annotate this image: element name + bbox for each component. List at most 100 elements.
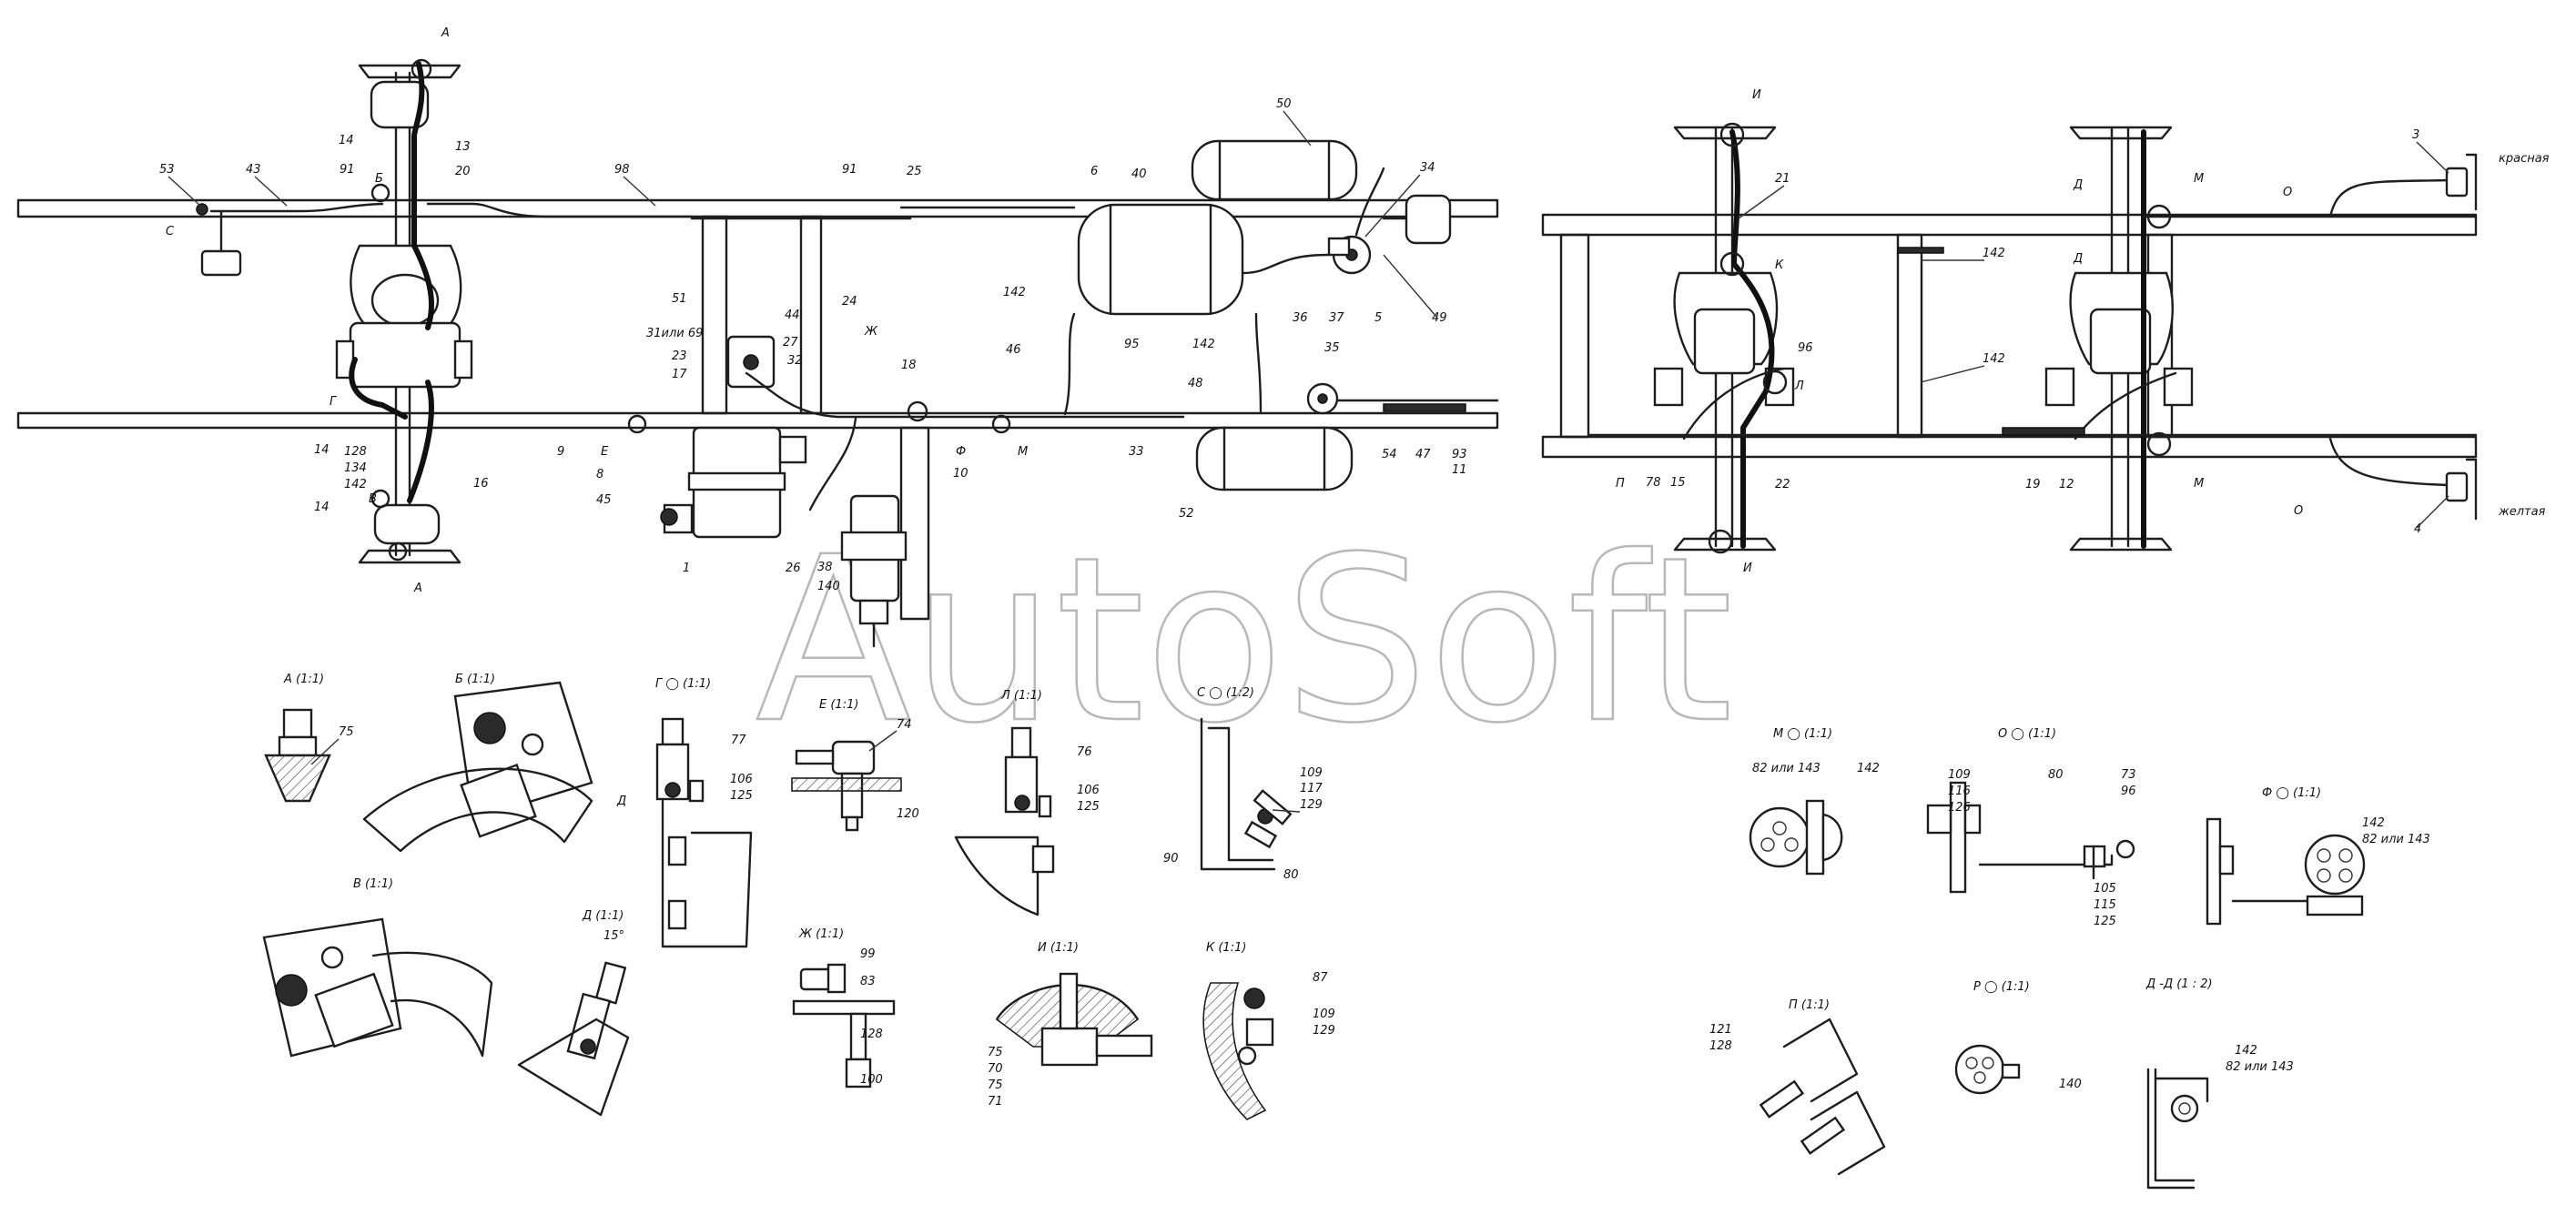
svg-text:8: 8	[596, 468, 603, 481]
svg-text:142: 142	[1192, 338, 1215, 351]
svg-text:128: 128	[344, 445, 367, 459]
svg-text:В: В	[369, 492, 377, 506]
svg-text:105: 105	[2094, 882, 2116, 896]
svg-text:47: 47	[1415, 448, 1431, 461]
air-tank-52	[1195, 426, 1354, 491]
svg-text:33: 33	[1129, 445, 1144, 459]
svg-text:52: 52	[1179, 507, 1194, 521]
detail-view-M	[1749, 799, 1843, 876]
svg-text:27: 27	[783, 336, 798, 349]
svg-text:13: 13	[455, 140, 471, 154]
svg-text:Е: Е	[601, 445, 609, 459]
svg-text:М: М	[2194, 172, 2204, 186]
detail-view-ZH	[792, 963, 896, 1089]
detail-view-R	[1954, 1044, 2021, 1095]
compressor-unit-1	[660, 426, 807, 539]
svg-text:98: 98	[614, 163, 630, 177]
svg-text:Б (1:1): Б (1:1)	[455, 673, 495, 686]
svg-text:142: 142	[1857, 762, 1880, 775]
detail-view-DD	[2146, 1068, 2209, 1190]
svg-text:6: 6	[1090, 165, 1098, 178]
valve-35	[1306, 382, 1339, 415]
svg-text:90: 90	[1163, 852, 1179, 866]
svg-text:Л (1:1): Л (1:1)	[1000, 689, 1042, 703]
svg-text:Д: Д	[2073, 252, 2083, 266]
svg-text:125: 125	[730, 789, 753, 803]
svg-text:51: 51	[672, 292, 687, 306]
svg-text:96: 96	[1798, 341, 1813, 355]
left-pneumatic-lines	[209, 61, 1499, 511]
svg-text:129: 129	[1300, 798, 1323, 812]
detail-view-V	[262, 917, 493, 1058]
svg-text:48: 48	[1188, 377, 1203, 390]
svg-text:44: 44	[785, 309, 800, 322]
svg-text:О: О	[2283, 186, 2292, 199]
detail-view-B	[362, 681, 593, 853]
svg-text:74: 74	[897, 718, 912, 732]
svg-text:83: 83	[860, 975, 876, 988]
svg-text:С: С	[166, 225, 175, 238]
svg-text:И: И	[1752, 88, 1761, 102]
svg-text:80: 80	[1283, 868, 1299, 882]
svg-text:109: 109	[1948, 768, 1971, 782]
svg-text:19: 19	[2025, 478, 2041, 491]
svg-text:А: А	[413, 582, 422, 595]
detail-view-S	[1200, 717, 1293, 871]
svg-text:93: 93	[1452, 448, 1467, 461]
valve-5	[1327, 235, 1372, 275]
svg-text:121: 121	[1709, 1023, 1732, 1037]
svg-text:95: 95	[1124, 338, 1140, 351]
svg-text:87: 87	[1313, 971, 1328, 985]
svg-text:П (1:1): П (1:1)	[1789, 998, 1830, 1012]
svg-text:46: 46	[1006, 343, 1021, 357]
svg-text:желтая: желтая	[2498, 505, 2546, 519]
detail-view-P	[1759, 1018, 1886, 1176]
svg-text:Б: Б	[375, 172, 383, 186]
svg-text:80: 80	[2048, 768, 2064, 782]
svg-text:35: 35	[1324, 341, 1340, 355]
connector-3	[2445, 153, 2478, 211]
svg-text:82 или 143: 82 или 143	[1752, 762, 1820, 775]
svg-text:14: 14	[314, 501, 330, 514]
svg-text:Ф: Ф	[956, 445, 966, 459]
svg-text:14: 14	[339, 134, 354, 147]
right-axle-2	[2044, 126, 2194, 552]
svg-text:К: К	[1775, 258, 1784, 272]
svg-text:9: 9	[557, 445, 564, 459]
svg-text:П: П	[1616, 477, 1625, 491]
svg-text:5: 5	[1374, 311, 1382, 325]
svg-text:71: 71	[988, 1095, 1003, 1109]
svg-text:Р ◯ (1:1): Р ◯ (1:1)	[1973, 980, 2030, 994]
svg-text:38: 38	[817, 561, 833, 574]
detail-view-I	[995, 972, 1153, 1067]
svg-text:34: 34	[1420, 161, 1435, 175]
right-pneumatic-lines	[1587, 129, 2478, 549]
svg-text:134: 134	[344, 461, 367, 475]
svg-text:45: 45	[596, 493, 612, 507]
svg-text:142: 142	[1983, 247, 2005, 260]
svg-text:106: 106	[730, 773, 753, 786]
svg-text:117: 117	[1300, 782, 1323, 795]
svg-text:142: 142	[1003, 286, 1026, 299]
detail-view-G	[655, 717, 753, 948]
svg-text:140: 140	[2059, 1078, 2082, 1091]
svg-text:И: И	[1743, 562, 1752, 575]
svg-text:91: 91	[842, 163, 857, 177]
svg-text:50: 50	[1276, 97, 1292, 111]
svg-text:Д: Д	[616, 795, 626, 808]
svg-text:Г ◯ (1:1): Г ◯ (1:1)	[655, 677, 711, 691]
brake-chamber-pack	[840, 494, 908, 648]
svg-text:О ◯ (1:1): О ◯ (1:1)	[1998, 727, 2056, 741]
svg-text:43: 43	[246, 163, 261, 177]
svg-text:И (1:1): И (1:1)	[1038, 941, 1079, 955]
svg-text:129: 129	[1313, 1024, 1335, 1038]
svg-text:125: 125	[2094, 915, 2116, 928]
svg-text:142: 142	[344, 478, 367, 491]
svg-text:140: 140	[817, 580, 840, 593]
detail-view-D	[517, 961, 630, 1117]
cylinder-49	[1382, 194, 1452, 245]
right-axle-1	[1653, 126, 1795, 552]
svg-text:10: 10	[953, 467, 969, 481]
svg-text:Ж: Ж	[864, 325, 878, 339]
